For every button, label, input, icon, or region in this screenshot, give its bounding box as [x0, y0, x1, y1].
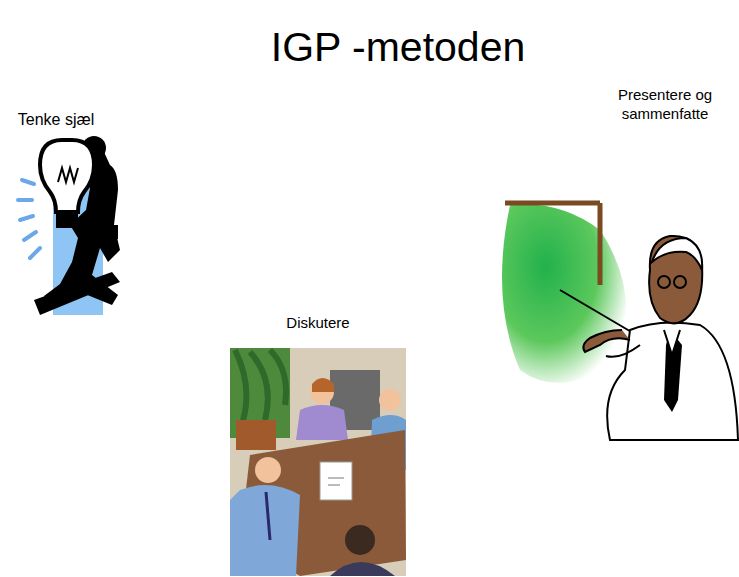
meeting-icon-part: [255, 457, 281, 483]
meeting-icon-part: [230, 485, 300, 576]
teacher-icon-part: [674, 276, 686, 288]
meeting-icon-part: [320, 462, 352, 500]
null-part: [18, 180, 40, 258]
meeting-icon-part: [345, 525, 375, 555]
thinker-icon-part: [58, 168, 78, 182]
meeting-icon-part: [379, 389, 401, 411]
teacher-icon-part: [664, 330, 682, 412]
null-part-part: [20, 216, 33, 220]
thinker-icon-part: [56, 212, 78, 228]
meeting-icon-part: [328, 478, 344, 485]
meeting-icon-part: [230, 348, 406, 576]
teacher-icon-part: [664, 330, 680, 355]
teacher-icon-part: [606, 345, 640, 357]
step-label: Tenke sjæl: [18, 110, 94, 130]
meeting-icon-part: [235, 350, 286, 430]
thinker-icon-part: [40, 140, 94, 212]
null-part-part: [30, 248, 40, 258]
meeting-icon-part: [312, 378, 334, 392]
step-label: Diskutere: [286, 314, 349, 333]
teacher-icon-part: [598, 203, 603, 285]
meeting-icon: [230, 348, 406, 576]
meeting-icon-part: [236, 420, 276, 450]
thinker-icon-part: [104, 225, 118, 239]
thinker-icon: [18, 136, 120, 315]
slide-title: IGP -metoden: [271, 22, 526, 73]
null-part-part: [18, 198, 32, 202]
meeting-icon-part: [330, 562, 395, 576]
thinker-icon-part: [34, 272, 120, 315]
teacher-icon: [502, 203, 738, 440]
null-part-part: [22, 180, 34, 184]
step-label: Presentere og sammenfatte: [595, 86, 735, 124]
teacher-icon-part: [658, 276, 670, 288]
teacher-icon-part: [583, 330, 630, 352]
null-part-part: [24, 232, 36, 240]
teacher-icon-part: [649, 236, 702, 323]
meeting-icon-part: [266, 492, 270, 540]
meeting-icon-part: [296, 405, 348, 440]
teacher-icon-part: [652, 238, 702, 270]
teacher-icon-part: [505, 201, 600, 206]
